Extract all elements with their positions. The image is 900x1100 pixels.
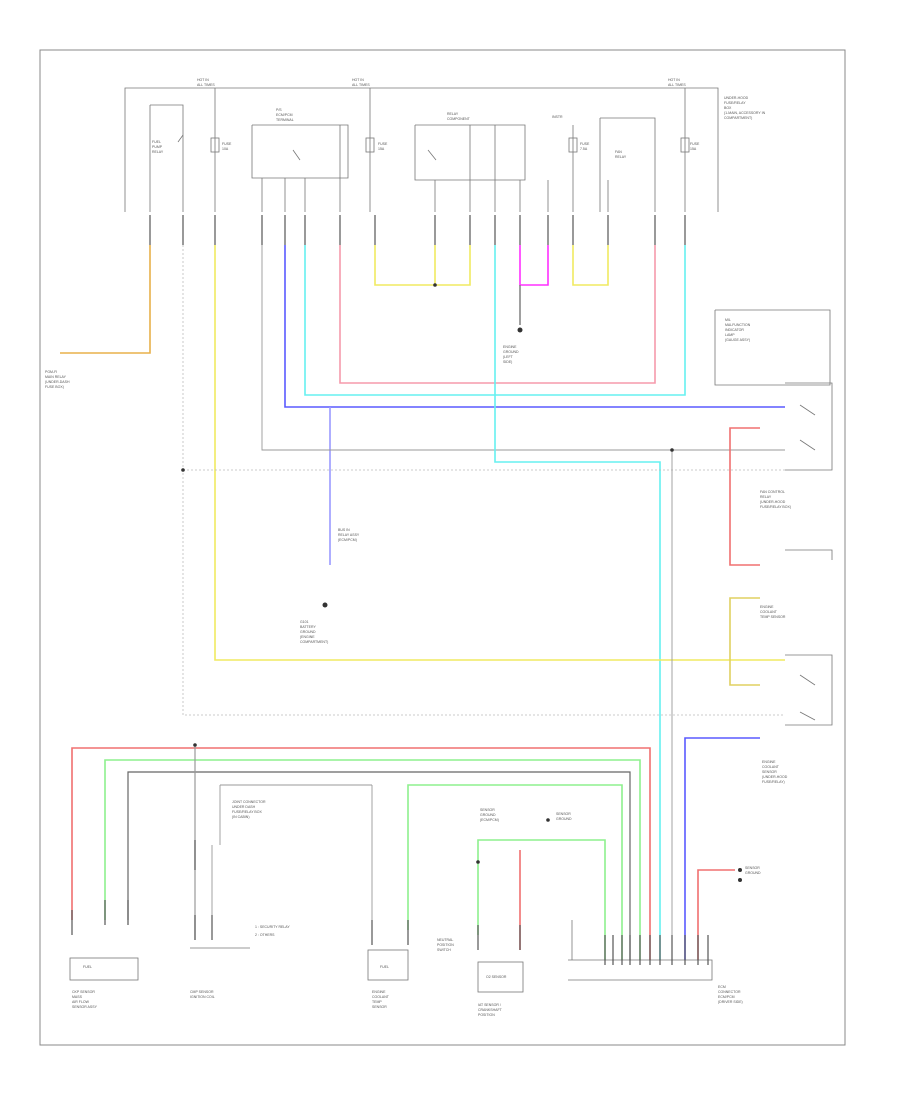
group2-title: RELAY COMPONENT	[447, 112, 470, 121]
right-components	[714, 309, 833, 726]
box-label-fuel-2: FUEL	[380, 965, 389, 969]
sensor-ground-mid-a: SENSOR GROUND (ECM/PCM)	[480, 808, 499, 822]
hot-label-right: HOT IN ALL TIMES	[668, 78, 686, 87]
ground-symbols	[322, 327, 742, 882]
midline-label: BUS IN RELAY ASSY (ECM/PCM)	[338, 528, 360, 542]
wire-pink	[339, 245, 656, 384]
fan-control-relay: FAN CONTROL RELAY (UNDER-HOOD FUSE/RELAY…	[760, 490, 791, 509]
ecm-connector-label: ECM CONNECTOR ECM/PCM (DRIVER SIDE)	[718, 985, 743, 1004]
wire-dark-bottom	[127, 771, 631, 960]
engine-ground-label: ENGINE GROUND (LEFT SIDE)	[503, 345, 519, 364]
hot-label-left: HOT IN ALL TIMES	[197, 78, 215, 87]
battery-ground-label: G101 BATTERY GROUND (ENGINE COMPARTMENT)	[300, 620, 329, 644]
bottom-components	[69, 947, 713, 993]
wire-cyan-2	[494, 245, 661, 960]
splice-points	[181, 283, 674, 864]
bottom-label-1: CKP SENSOR MASS AIR FLOW SENSOR ASSY	[72, 990, 97, 1009]
left-fuse-label: FUSE 10A	[222, 142, 232, 151]
group1-title: P/S ECM/PCM TERMINAL	[276, 108, 294, 122]
box-label-o2: O2 SENSOR	[486, 975, 507, 979]
mil-label: MIL MALFUNCTION INDICATOR LAMP (GAUGE AS…	[725, 318, 751, 342]
wire-yellow-1	[374, 245, 471, 286]
wire-gray-1	[261, 245, 785, 451]
dash-label: INSTR	[552, 115, 563, 119]
wires	[60, 245, 785, 960]
wire-blue-right	[684, 737, 760, 960]
wire-dotted	[182, 245, 785, 716]
sensor-ground-side: SENSOR GROUND	[745, 866, 761, 875]
pgm-fi-main-relay: PGM-FI MAIN RELAY (UNDER-DASH FUSE BOX)	[45, 370, 70, 389]
group3-relay: FAN RELAY	[615, 150, 627, 159]
ground-engine	[517, 327, 523, 333]
top-components	[149, 95, 690, 212]
group3-relay2: FUSE 15A	[690, 142, 700, 151]
bottom-label-2: CMP SENSOR IGNITION COIL	[190, 990, 215, 999]
wire-yellow-3	[572, 245, 609, 286]
ground-mil	[322, 602, 328, 608]
fuse-box-note: UNDER-HOOD FUSE/RELAY BOX (1-MAIN, ACCES…	[724, 96, 766, 120]
power-bus	[124, 87, 719, 212]
wire-green-center	[407, 784, 623, 960]
wire-orange	[60, 245, 151, 354]
wire-magenta	[519, 245, 549, 286]
neutral-position-switch: NEUTRAL POSITION SWITCH	[437, 938, 454, 952]
hot-label-mid: HOT IN ALL TIMES	[352, 78, 370, 87]
wire-red-right	[729, 427, 760, 566]
joint-connector-label: JOINT CONNECTOR UNDER DASH FUSE/RELAY BO…	[232, 800, 266, 819]
wire-olive-right	[729, 597, 760, 686]
left-relay-label: FUEL PUMP RELAY	[152, 140, 164, 154]
wire-blue-1	[284, 245, 785, 408]
diagram-border	[39, 49, 846, 1046]
box-label-fuel-1: FUEL	[83, 965, 92, 969]
connector-stubs	[149, 215, 686, 245]
bottom-label-4: IAT SENSOR / CRANKSHAFT POSITION	[478, 1003, 502, 1017]
sensor-ground-mid-b: SENSOR GROUND	[556, 812, 572, 821]
bottom-label-3: ENGINE COOLANT TEMP SENSOR	[372, 990, 389, 1009]
wire-yellow-long	[214, 245, 785, 661]
wire-green-bottom	[104, 759, 641, 960]
note-b: 2 : OTHERS	[255, 933, 275, 937]
wire-red-bottom	[71, 747, 651, 960]
coolant-temp-sensor: ENGINE COOLANT TEMP SENSOR	[760, 605, 786, 619]
note-a: 1 : SECURITY RELAY	[255, 925, 290, 929]
group2-relay: FUSE 15A	[378, 142, 388, 151]
coolant-sensor-right: ENGINE COOLANT SENSOR (UNDER-HOOD FUSE/R…	[762, 760, 788, 784]
ecm-pins	[71, 840, 709, 965]
group3-fuse: FUSE 7.5A	[580, 142, 590, 151]
